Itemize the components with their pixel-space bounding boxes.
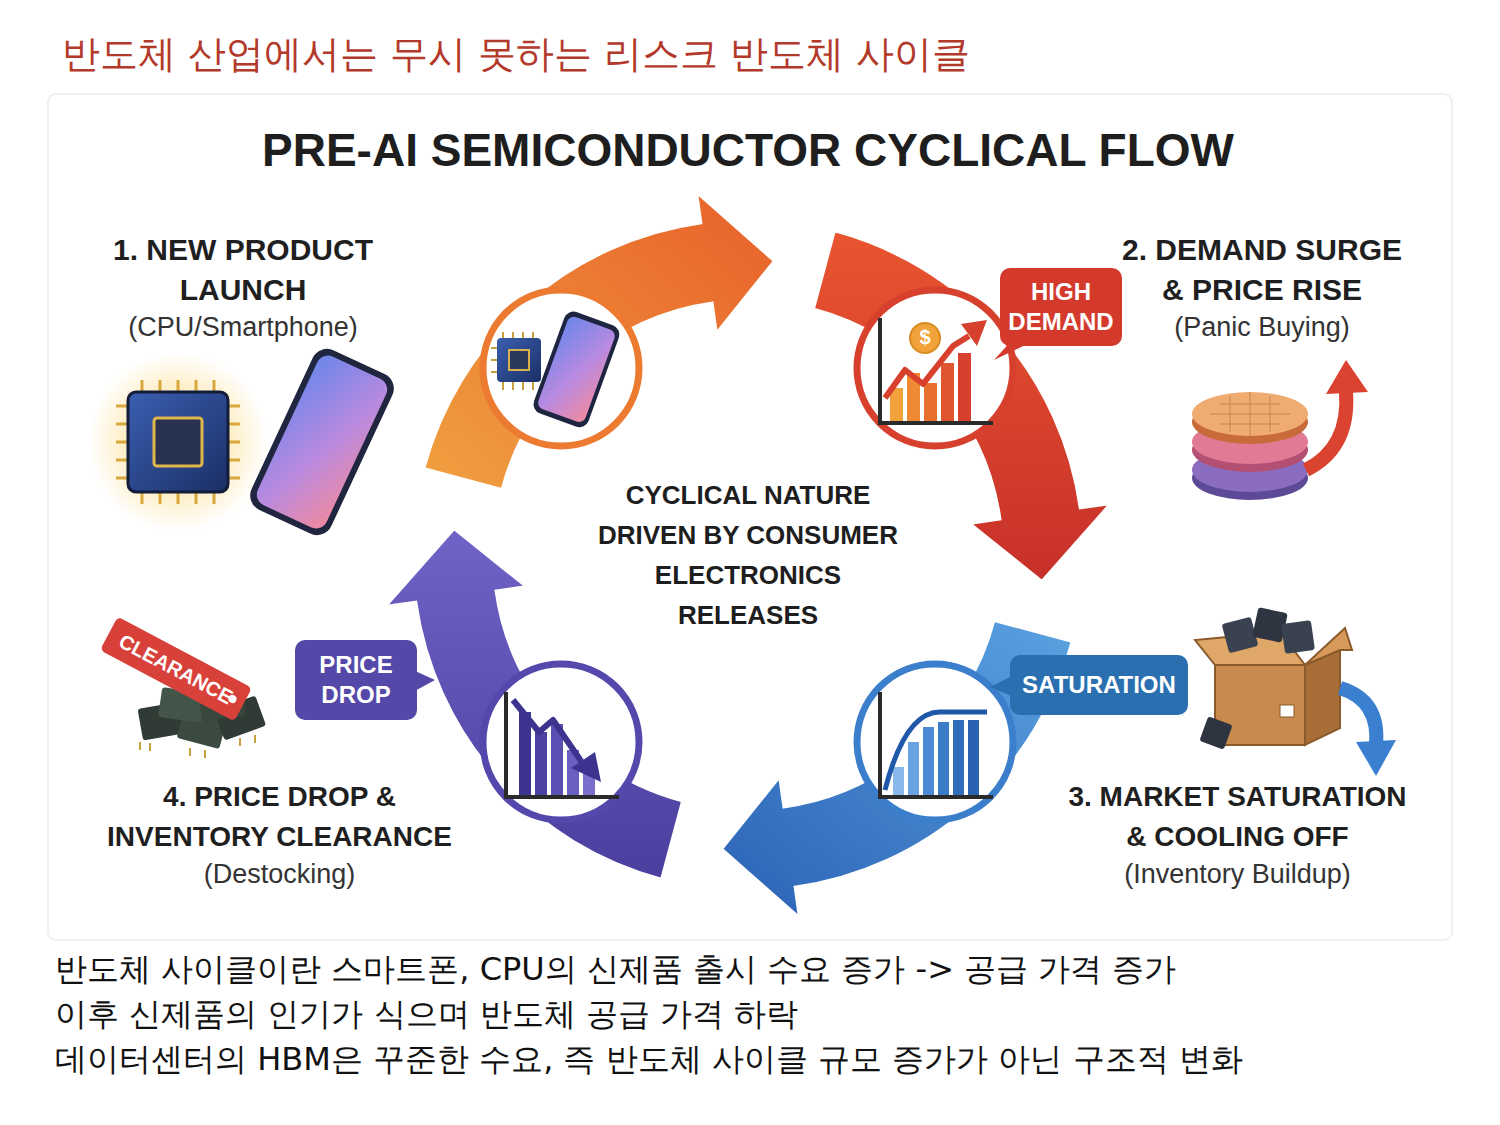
bubble-body — [295, 640, 417, 720]
page-title: 반도체 산업에서는 무시 못하는 리스크 반도체 사이클 — [62, 30, 970, 79]
center-text: CYCLICAL NATURE DRIVEN BY CONSUMER ELECT… — [593, 475, 903, 635]
step-subtitle: (Panic Buying) — [1087, 310, 1437, 345]
node-text: HIGH DEMAND — [1006, 277, 1116, 337]
step-subtitle: (Destocking) — [102, 857, 457, 892]
bubble-body — [1000, 268, 1122, 346]
caption-line: 데이터센터의 HBM은 꾸준한 수요, 즉 반도체 사이클 규모 증가가 아닌 … — [55, 1038, 1243, 1080]
node-text: SATURATION — [1022, 670, 1176, 700]
caption-line: 이후 신제품의 인기가 식으며 반도체 공급 가격 하락 — [55, 993, 798, 1035]
node-text: PRICE DROP — [301, 650, 411, 710]
callout-bubble: SATURATION — [1010, 655, 1188, 715]
dollar-sign: $ — [914, 325, 936, 349]
step-heading: 2. DEMAND SURGE & PRICE RISE — [1112, 230, 1412, 310]
bubble-body — [100, 617, 252, 722]
bubble-body — [1010, 655, 1188, 715]
callout-bubble: HIGH DEMAND — [1000, 268, 1122, 346]
step-subtitle: (Inventory Buildup) — [1060, 857, 1415, 892]
caption-line: 반도체 사이클이란 스마트폰, CPU의 신제품 출시 수요 증가 -> 공급 … — [55, 948, 1176, 990]
step-heading: 1. NEW PRODUCT LAUNCH — [93, 230, 393, 310]
callout-bubble: PRICE DROP — [295, 640, 417, 720]
step-heading: 3. MARKET SATURATION & COOLING OFF — [1060, 777, 1415, 857]
step-heading: 4. PRICE DROP & INVENTORY CLEARANCE — [102, 777, 457, 857]
diagram-title: PRE-AI SEMICONDUCTOR CYCLICAL FLOW — [198, 120, 1298, 180]
step-subtitle: (CPU/Smartphone) — [68, 310, 418, 345]
